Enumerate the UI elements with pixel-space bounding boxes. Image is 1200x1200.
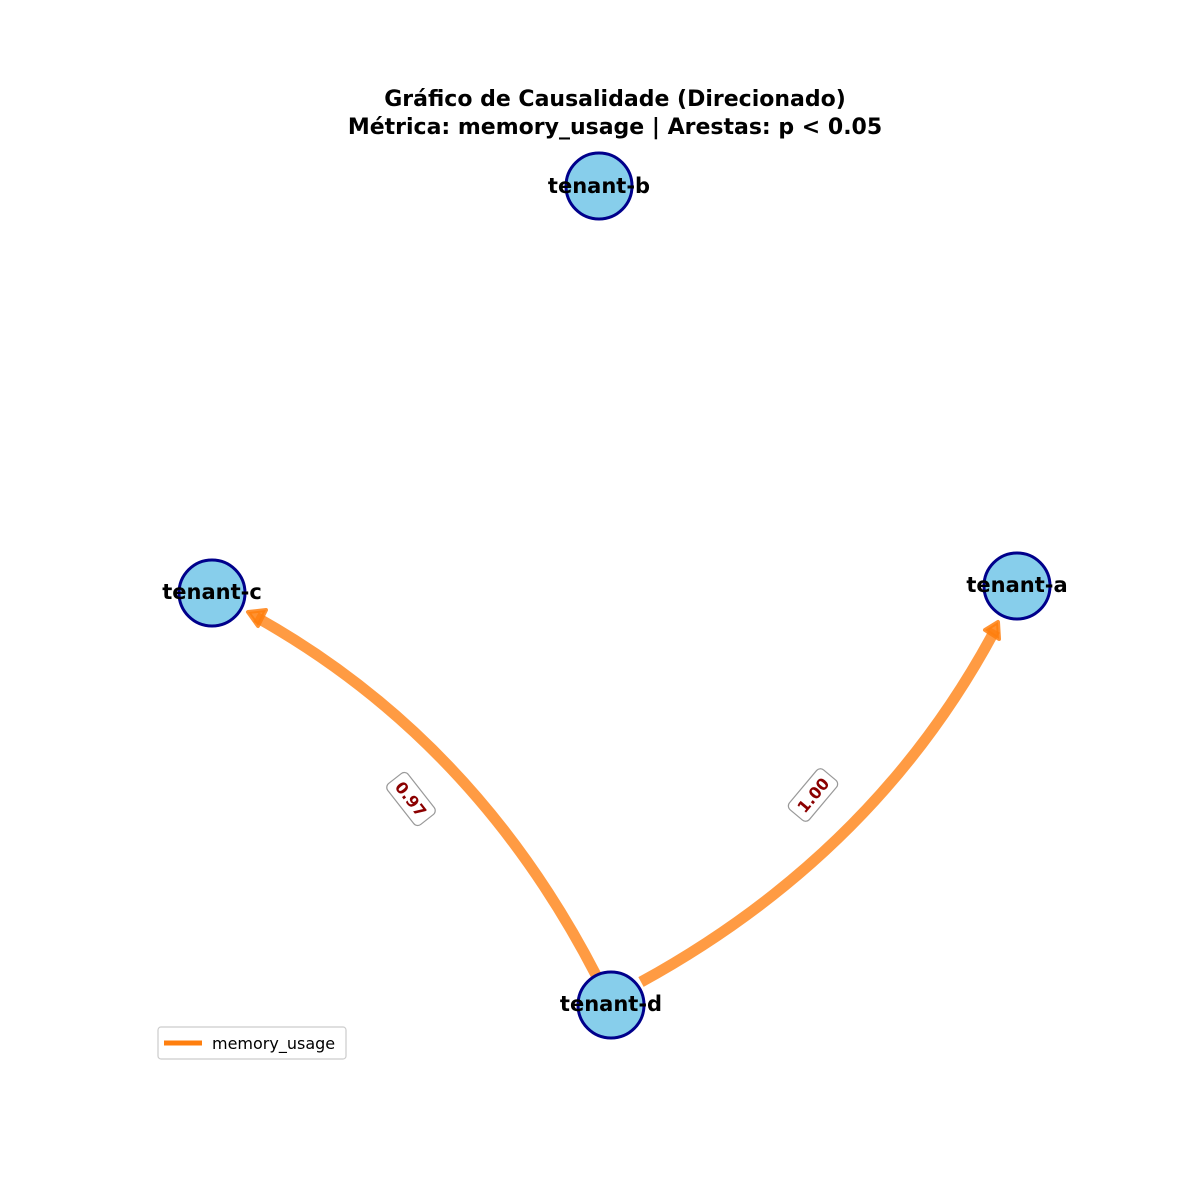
legend-box	[157, 1026, 347, 1060]
edge-tenant-d-to-tenant-c	[253, 612, 601, 978]
edge-label-tenant-d-to-tenant-c: 0.97	[386, 771, 436, 827]
node-circle	[177, 558, 247, 628]
edge-label-box	[386, 771, 436, 827]
node-tenant-a: tenant-a	[966, 551, 1068, 621]
edge-arrowhead-tenant-c	[246, 608, 268, 628]
edge-arrowhead-tenant-a	[983, 620, 1001, 641]
edge-label-tenant-d-to-tenant-a: 1.00	[787, 768, 839, 822]
node-circle	[982, 551, 1052, 621]
node-label: tenant-d	[560, 992, 662, 1016]
edges-layer	[246, 608, 1001, 987]
node-circle	[564, 151, 634, 221]
legend: memory_usage	[157, 1026, 347, 1060]
chart-title-line-1: Gráfico de Causalidade (Direcionado)	[384, 87, 846, 112]
chart-title-line-2: Métrica: memory_usage | Arestas: p < 0.0…	[348, 115, 882, 140]
node-label: tenant-a	[966, 573, 1067, 597]
node-label: tenant-c	[162, 580, 262, 604]
edge-tenant-d-to-tenant-a	[638, 627, 1000, 987]
node-label: tenant-b	[548, 174, 650, 198]
legend-label: memory_usage	[212, 1034, 335, 1054]
node-tenant-b: tenant-b	[548, 151, 650, 221]
node-tenant-c: tenant-c	[162, 558, 262, 628]
edge-label-box	[787, 768, 839, 822]
node-circle	[576, 970, 646, 1040]
node-tenant-d: tenant-d	[560, 970, 662, 1040]
